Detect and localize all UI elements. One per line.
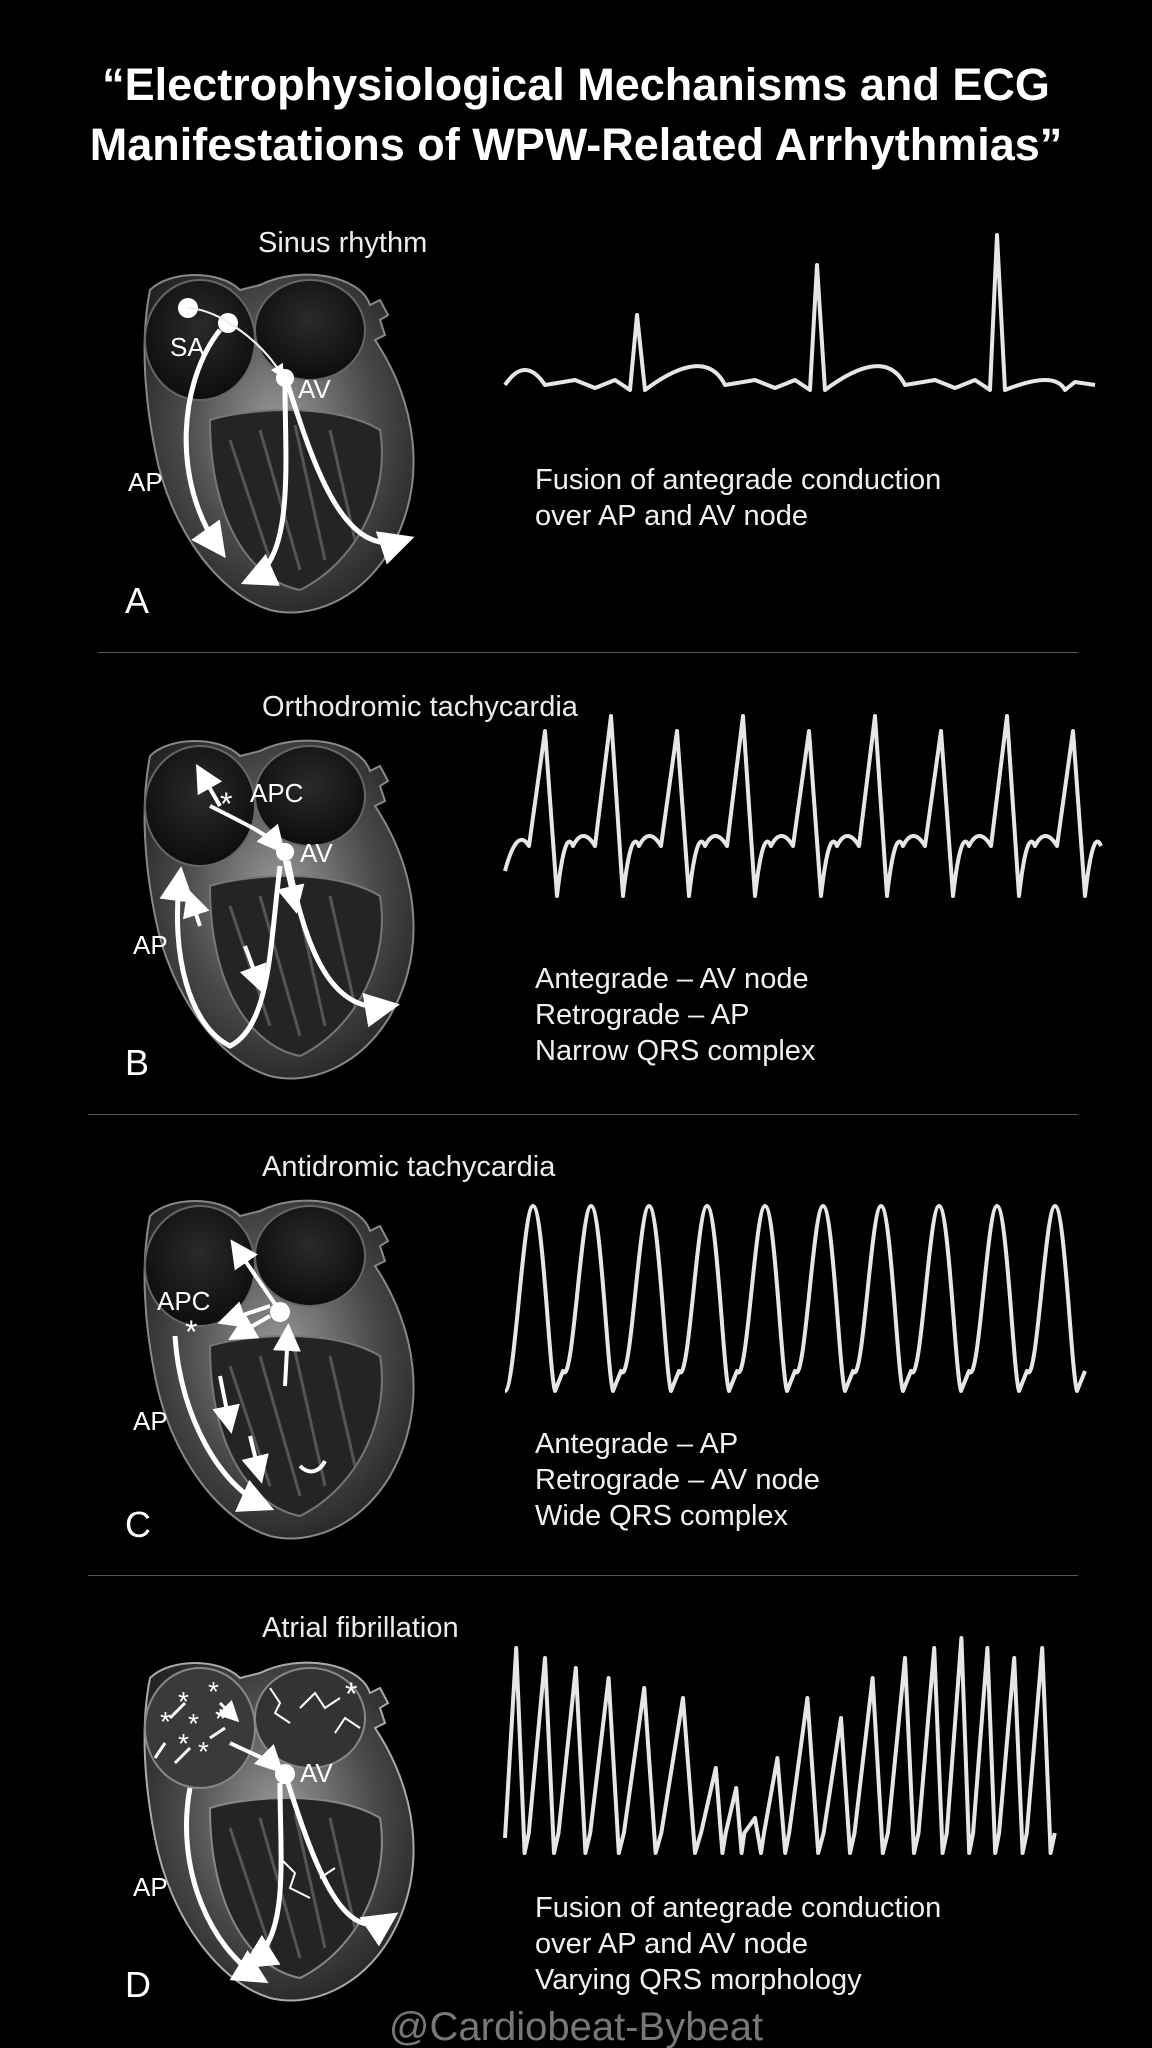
title-line-1: “Electrophysiological Mechanisms and ECG xyxy=(102,59,1050,110)
af-star-6: * xyxy=(178,1728,189,1759)
af-star-2: * xyxy=(208,1676,219,1707)
desc-d-line-3: Varying QRS morphology xyxy=(535,1964,862,1996)
desc-d-line-1: Fusion of antegrade conduction xyxy=(535,1892,942,1924)
av-node-label-d: AV xyxy=(300,1758,333,1788)
star-marker-c: * xyxy=(185,1314,198,1350)
desc-b-line-1: Antegrade – AV node xyxy=(535,963,809,995)
divider-2 xyxy=(88,1114,1078,1115)
av-node-label-a: AV xyxy=(298,374,331,404)
af-star-8: * xyxy=(345,1676,358,1712)
panel-d-subtitle: Atrial fibrillation xyxy=(262,1612,459,1644)
panel-d: Atrial fibrillation * * * * * * * * AV A… xyxy=(0,1608,1152,2008)
panel-c-subtitle: Antidromic tachycardia xyxy=(262,1151,556,1183)
panel-a-description: Fusion of antegrade conduction over AP a… xyxy=(535,462,941,534)
apc-label-b: APC xyxy=(250,778,304,808)
page-title: “Electrophysiological Mechanisms and ECG… xyxy=(0,55,1152,175)
ap-label-b: AP xyxy=(133,930,168,960)
af-star-1: * xyxy=(178,1686,189,1717)
af-star-7: * xyxy=(198,1736,209,1767)
panel-a-subtitle: Sinus rhythm xyxy=(258,227,428,259)
panel-b-subtitle: Orthodromic tachycardia xyxy=(262,691,578,723)
watermark: @Cardiobeat-Bybeat xyxy=(388,2005,764,2048)
desc-a-line-1: Fusion of antegrade conduction xyxy=(535,464,942,496)
desc-c-line-3: Wide QRS complex xyxy=(535,1500,789,1532)
heart-illustration-d xyxy=(130,1648,460,2008)
af-star-3: * xyxy=(160,1706,171,1737)
desc-b-line-3: Narrow QRS complex xyxy=(535,1035,816,1067)
sa-node-label: SA xyxy=(170,332,205,362)
ap-label-c: AP xyxy=(133,1406,168,1436)
ecg-trace-c xyxy=(503,1191,1095,1421)
panel-letter-c: C xyxy=(125,1504,151,1545)
ecg-waveform-c xyxy=(503,1204,1087,1393)
desc-c-line-2: Retrograde – AV node xyxy=(535,1464,820,1496)
panel-c-description: Antegrade – AP Retrograde – AV node Wide… xyxy=(535,1426,820,1534)
panel-b: Orthodromic tachycardia * APC AV AP B An… xyxy=(0,686,1152,1106)
panel-letter-a: A xyxy=(125,580,150,621)
panel-a: Sinus rhythm SA AV AP A Fusion of antegr… xyxy=(0,220,1152,640)
desc-b-line-2: Retrograde – AP xyxy=(535,999,750,1031)
ecg-waveform-a xyxy=(503,233,1096,392)
af-star-4: * xyxy=(188,1708,199,1739)
divider-1 xyxy=(98,652,1078,653)
ecg-trace-b xyxy=(503,696,1103,936)
ecg-trace-d xyxy=(503,1618,1095,1868)
panel-letter-b: B xyxy=(125,1042,150,1083)
apc-label-c: APC xyxy=(157,1286,211,1316)
desc-d-line-2: over AP and AV node xyxy=(535,1928,809,1960)
star-marker-b: * xyxy=(220,786,233,822)
panel-letter-d: D xyxy=(125,1964,151,2005)
ecg-waveform-b xyxy=(503,714,1103,898)
ecg-waveform-d xyxy=(503,1636,1057,1855)
title-line-2: Manifestations of WPW-Related Arrhythmia… xyxy=(89,119,1063,170)
panel-d-description: Fusion of antegrade conduction over AP a… xyxy=(535,1890,941,1998)
ap-label-a: AP xyxy=(128,467,163,497)
heart-illustration-c xyxy=(130,1186,460,1546)
desc-a-line-2: over AP and AV node xyxy=(535,500,809,532)
heart-illustration-a xyxy=(130,260,460,620)
af-star-5: * xyxy=(215,1703,226,1734)
panel-b-description: Antegrade – AV node Retrograde – AP Narr… xyxy=(535,961,815,1069)
ap-label-d: AP xyxy=(133,1872,168,1902)
heart-illustration-b xyxy=(130,726,460,1086)
desc-c-line-1: Antegrade – AP xyxy=(535,1428,739,1460)
av-node-label-b: AV xyxy=(300,838,333,868)
ecg-trace-a xyxy=(503,233,1096,410)
divider-3 xyxy=(88,1575,1078,1576)
panel-c: Antidromic tachycardia APC * AP C Antegr… xyxy=(0,1146,1152,1566)
